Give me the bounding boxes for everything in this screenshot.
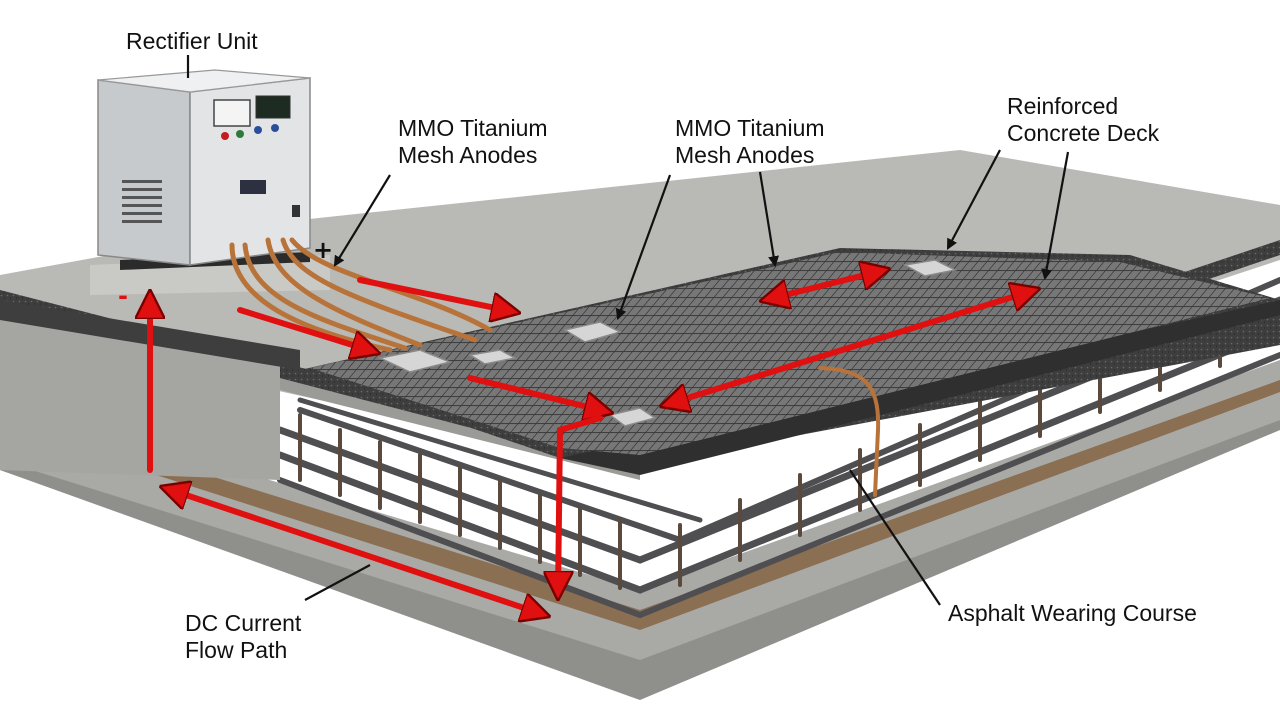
- label-anodes-right: MMO Titanium Mesh Anodes: [675, 115, 825, 169]
- label-asphalt-course: Asphalt Wearing Course: [948, 600, 1197, 626]
- label-concrete-deck-line1: Reinforced: [1007, 93, 1119, 119]
- label-rectifier-unit: Rectifier Unit: [126, 28, 258, 54]
- label-concrete-deck-line2: Concrete Deck: [1007, 120, 1160, 146]
- rectifier-cabinet-icon: [90, 69, 330, 295]
- label-dc-current: DC Current Flow Path: [185, 610, 301, 664]
- polarity-positive: +: [313, 236, 334, 264]
- leader-lines: [186, 55, 1070, 606]
- label-dc-current-line1: DC Current: [185, 610, 302, 636]
- anode-connectors: [377, 259, 958, 427]
- meter-icon: [213, 99, 251, 127]
- label-anodes-right-line2: Mesh Anodes: [675, 142, 815, 168]
- label-anodes-left-line2: Mesh Anodes: [398, 142, 538, 168]
- display-icon: [255, 95, 291, 119]
- label-concrete-deck: Reinforced Concrete Deck: [1007, 93, 1159, 147]
- label-dc-current-line2: Flow Path: [185, 637, 288, 663]
- label-anodes-left: MMO Titanium Mesh Anodes: [398, 115, 548, 169]
- polarity-negative: -: [118, 282, 128, 310]
- label-anodes-right-line1: MMO Titanium: [675, 115, 825, 141]
- current-flow-arrows: [150, 270, 1035, 615]
- label-anodes-left-line1: MMO Titanium: [398, 115, 548, 141]
